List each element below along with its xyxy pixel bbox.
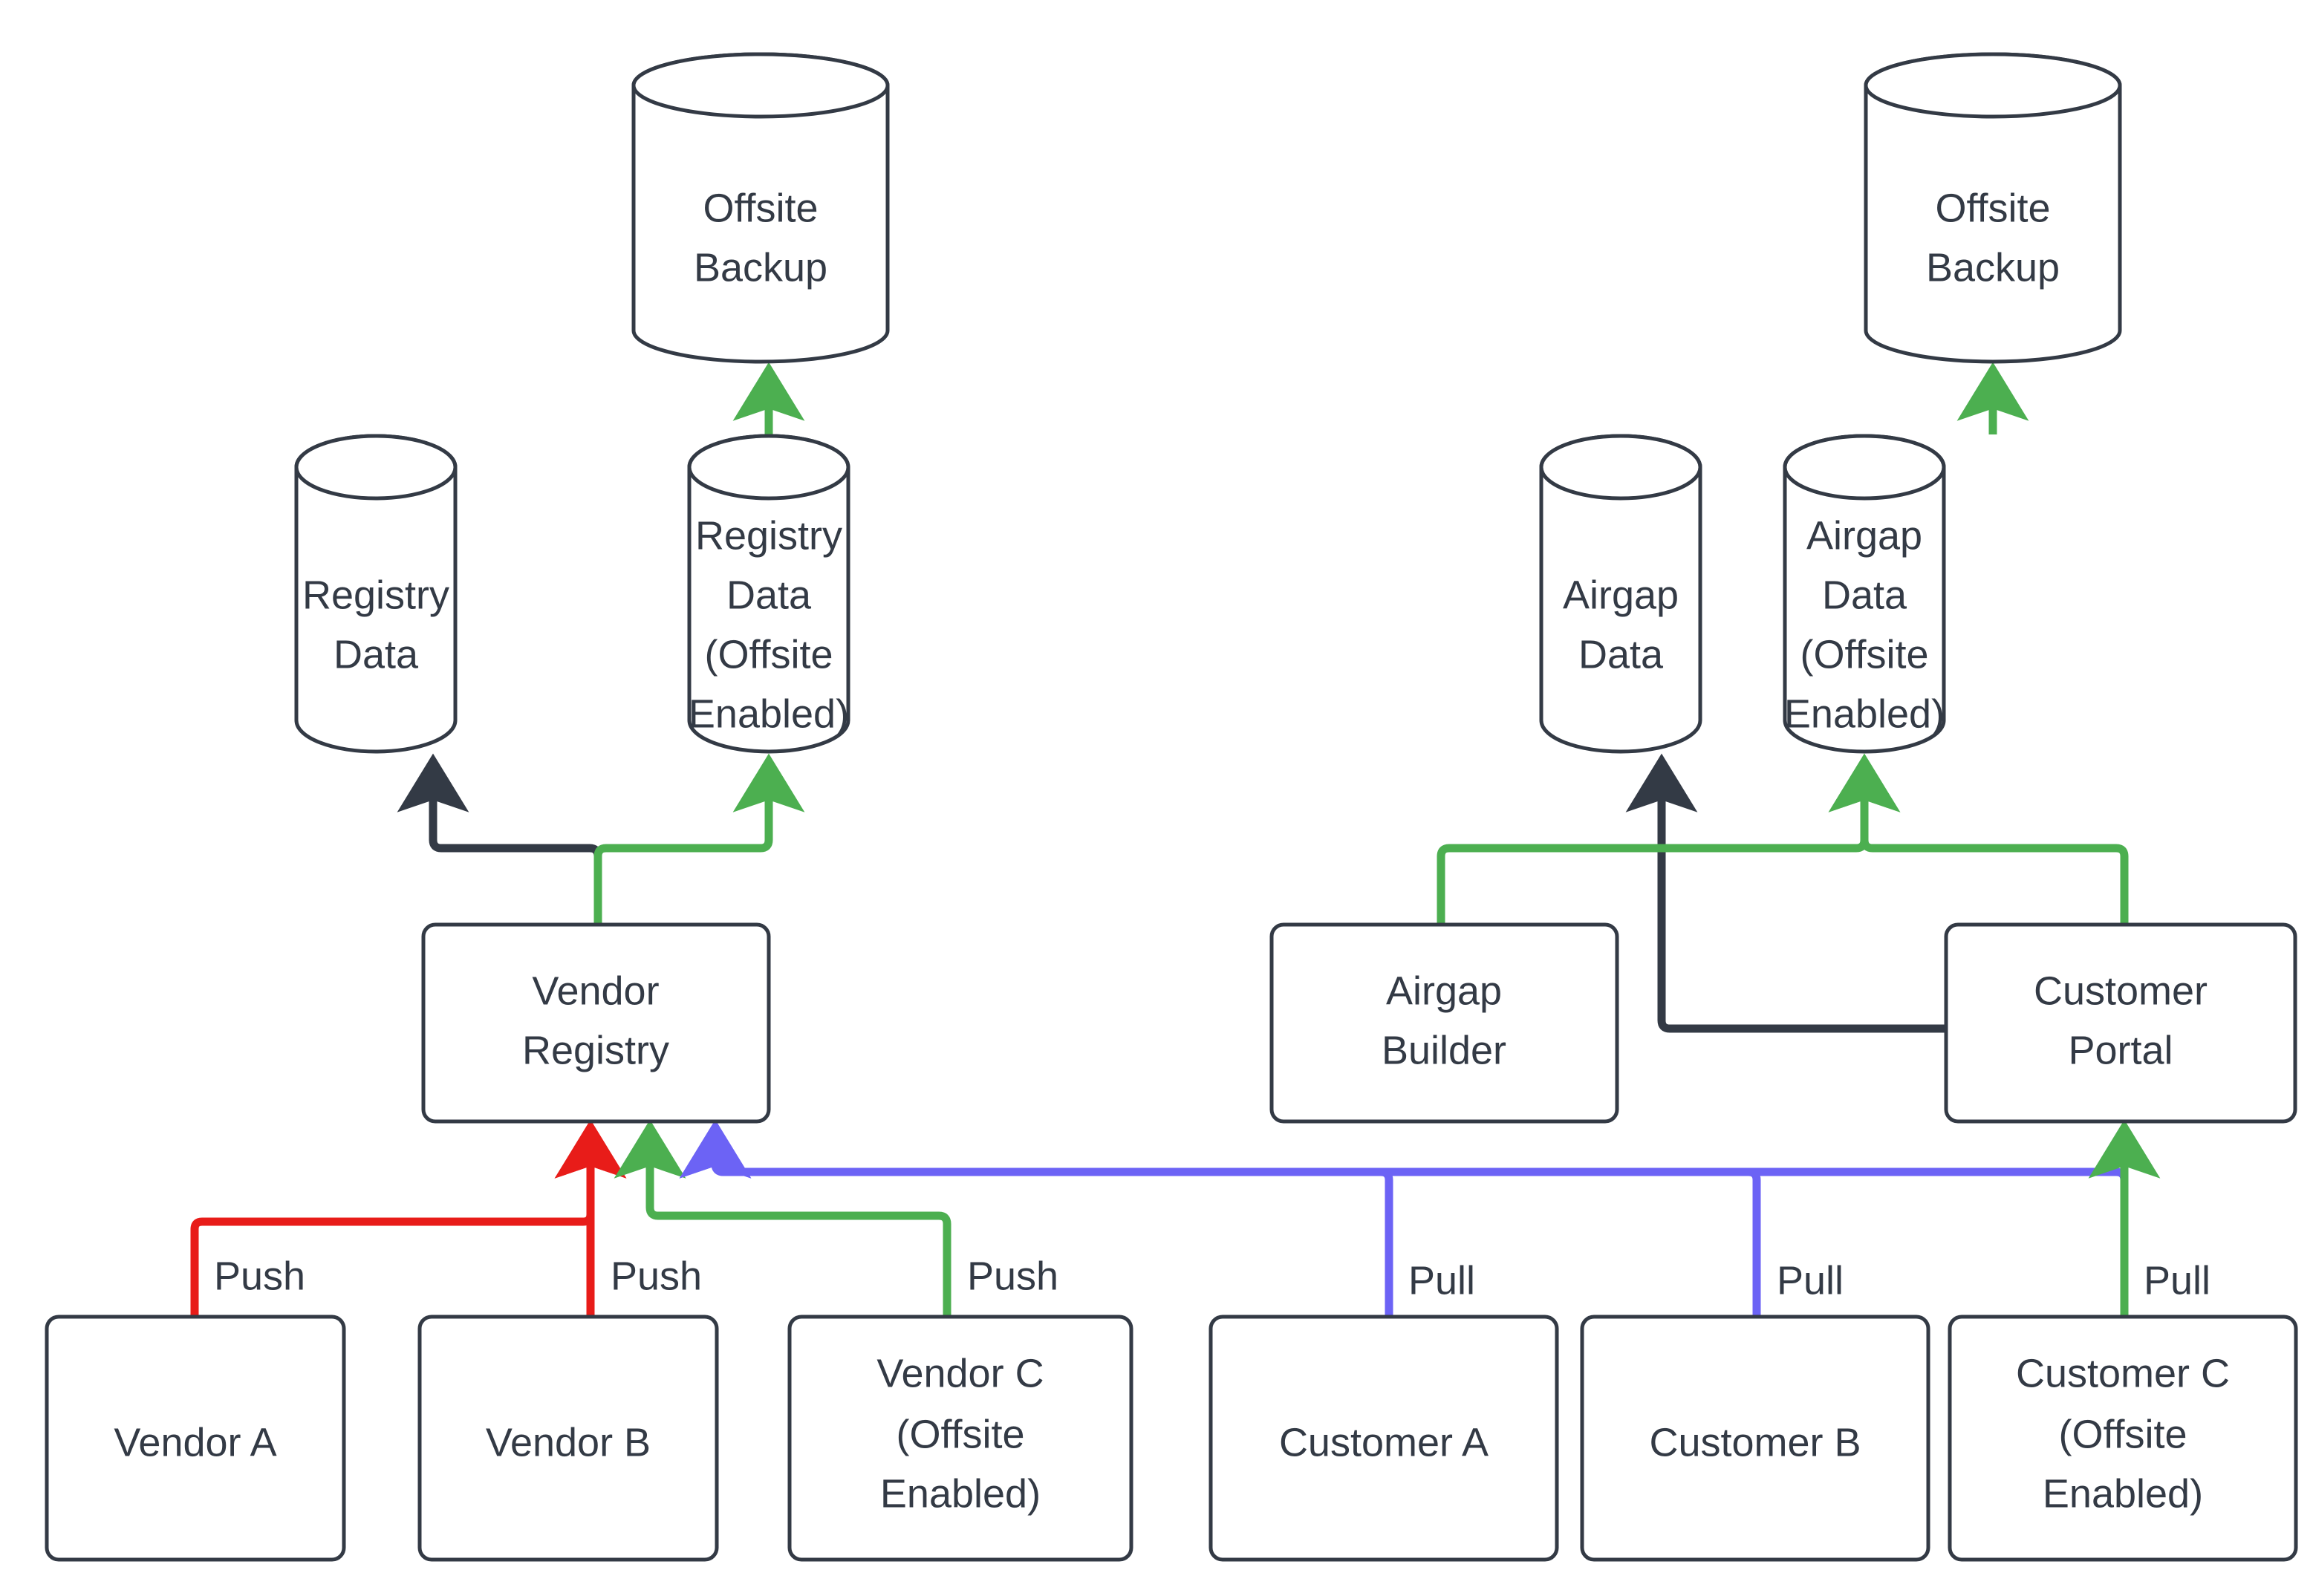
node-label-line4: Enabled) (1784, 691, 1945, 736)
node-registry-data-offsite[interactable]: Registry Data (Offsite Enabled) (687, 434, 850, 754)
node-label-line2: Registry (522, 1028, 669, 1072)
node-customer-c[interactable]: Customer C (Offsite Enabled) (1948, 1315, 2298, 1562)
node-label-line1: Vendor A (114, 1420, 276, 1465)
node-airgap-builder[interactable]: Airgap Builder (1269, 922, 1619, 1124)
edge-label-vendor-c-push: Push (967, 1254, 1058, 1298)
node-label-line1: Registry (302, 573, 449, 617)
node-label-line1: Vendor (532, 968, 659, 1013)
edge-label-vendor-b-push: Push (611, 1254, 702, 1298)
node-vendor-b[interactable]: Vendor B (417, 1315, 719, 1562)
edge-customer-portal-to-airgap-data-offsite (1828, 753, 2129, 925)
node-vendor-c[interactable]: Vendor C (Offsite Enabled) (787, 1315, 1133, 1562)
node-label-line2: Data (334, 632, 419, 677)
node-customer-a[interactable]: Customer A (1208, 1315, 1559, 1562)
node-offsite-backup-right[interactable]: Offsite Backup (1864, 52, 2122, 364)
node-label-line1: Airgap (1386, 968, 1502, 1013)
node-label-line2: Data (726, 573, 812, 617)
node-label-line2: Backup (694, 245, 827, 290)
node-label-line3: (Offsite (1800, 632, 1928, 677)
node-label-line1: Customer (2034, 968, 2208, 1013)
edge-vendor-c-push (614, 1119, 951, 1317)
node-customer-portal[interactable]: Customer Portal (1944, 922, 2297, 1124)
edge-pull-trunk (723, 1167, 2129, 1181)
edge-label-vendor-a-push: Push (214, 1254, 305, 1298)
node-label-line3: Enabled) (2043, 1471, 2203, 1516)
node-label-line1: Offsite (1935, 186, 2050, 230)
node-label-line1: Airgap (1806, 513, 1922, 558)
node-label-line2: (Offsite (2058, 1412, 2187, 1456)
node-vendor-a[interactable]: Vendor A (45, 1315, 346, 1562)
edge-airgap-builder-to-airgap-data-offsite (1437, 753, 1901, 925)
edge-label-customer-b-pull: Pull (1777, 1258, 1844, 1303)
node-label-line4: Enabled) (689, 691, 849, 736)
node-label-line1: Offsite (703, 186, 818, 230)
node-label-line2: Data (1578, 632, 1664, 677)
node-label-line2: Portal (2068, 1028, 2173, 1072)
node-label-line3: (Offsite (704, 632, 833, 677)
edge-vendor-registry-to-registry-data-offsite (593, 753, 805, 925)
edge-customer-portal-to-airgap-data (1625, 753, 1946, 1033)
node-label-line1: Airgap (1563, 573, 1679, 617)
node-label-line1: Customer B (1649, 1420, 1861, 1465)
node-label-line1: Registry (695, 513, 842, 558)
edge-vendor-registry-to-registry-data (397, 753, 602, 925)
node-label-line1: Customer C (2016, 1351, 2230, 1395)
node-label-line2: Backup (1926, 245, 2060, 290)
node-label-line1: Vendor B (486, 1420, 651, 1465)
node-label-line2: Data (1822, 573, 1907, 617)
node-customer-b[interactable]: Customer B (1580, 1315, 1930, 1562)
node-label-line3: Enabled) (880, 1471, 1041, 1516)
node-offsite-backup-left[interactable]: Offsite Backup (631, 52, 890, 364)
node-label-line1: Customer A (1279, 1420, 1489, 1465)
edge-label-customer-c-pull: Pull (2144, 1258, 2210, 1303)
node-label-line1: Vendor C (876, 1351, 1044, 1395)
node-label-line2: (Offsite (896, 1412, 1024, 1456)
node-vendor-registry[interactable]: Vendor Registry (421, 922, 771, 1124)
node-airgap-data-offsite[interactable]: Airgap Data (Offsite Enabled) (1783, 434, 1946, 754)
node-label-line2: Builder (1382, 1028, 1506, 1072)
node-airgap-data[interactable]: Airgap Data (1539, 434, 1702, 754)
node-registry-data[interactable]: Registry Data (294, 434, 458, 754)
edge-label-customer-a-pull: Pull (1408, 1258, 1475, 1303)
